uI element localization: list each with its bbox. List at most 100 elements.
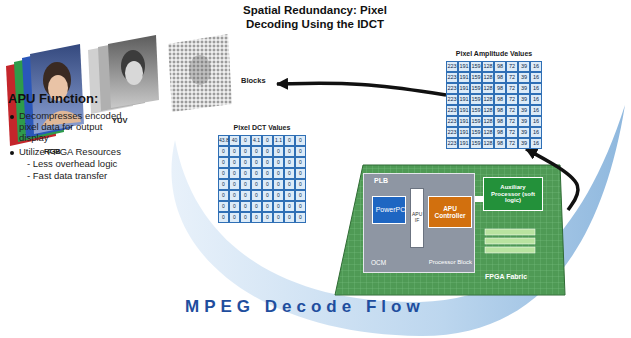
table-cell: 43.8 [218, 135, 229, 146]
table-cell: 191 [458, 83, 470, 94]
table-cell: 1.1 [273, 135, 284, 146]
table-title: Pixel Amplitude Values [446, 50, 542, 58]
table-cell: 0 [295, 135, 306, 146]
table-cell: 72 [506, 72, 518, 83]
region-label: FPGA Fabric [485, 273, 561, 281]
table-cell: 0 [284, 146, 295, 157]
memory-label: OCM [371, 259, 386, 266]
table-cell: 159 [470, 116, 482, 127]
table-cell: 0 [262, 146, 273, 157]
table-cell: 159 [470, 72, 482, 83]
table-cell: 0 [251, 190, 262, 201]
table-cell: 0 [273, 190, 284, 201]
table-cell: 0 [295, 212, 306, 223]
table-cell: 0 [240, 168, 251, 179]
table-cell: 159 [470, 94, 482, 105]
interface-bar: APU IF [410, 188, 424, 248]
table-cell: 72 [506, 94, 518, 105]
sub-bullet-text: - Less overhead logic [27, 159, 157, 170]
table-cell: 16 [530, 72, 542, 83]
table-cell: 72 [506, 105, 518, 116]
table-cell: 0 [273, 157, 284, 168]
table-cell: 0 [218, 179, 229, 190]
table-cell: 0 [251, 179, 262, 190]
section-heading: APU Function: [8, 92, 98, 107]
table-cell: 16 [530, 127, 542, 138]
table-cell: 0 [284, 135, 295, 146]
bus-label: PLB [374, 177, 388, 185]
table-cell: 128 [482, 127, 494, 138]
table-cell: 191 [458, 105, 470, 116]
table-cell: 223 [446, 61, 458, 72]
table-cell: 39 [518, 94, 530, 105]
table-cell: 0 [218, 190, 229, 201]
table-cell: 223 [446, 116, 458, 127]
table-cell: 16 [530, 94, 542, 105]
block-photo [168, 34, 232, 112]
process-box: Auxiliary Processor (soft logic) [483, 177, 543, 211]
table-cell: 16 [530, 138, 542, 149]
table-cell: 191 [458, 138, 470, 149]
box-label: Auxiliary Processor (soft logic) [486, 184, 540, 204]
table-cell: 0 [262, 212, 273, 223]
table-cell: 223 [446, 127, 458, 138]
table-cell: 39 [518, 127, 530, 138]
table-cell: 98 [494, 83, 506, 94]
table-cell: 0 [229, 212, 240, 223]
process-box: PowerPC [372, 196, 406, 224]
table-cell: 223 [446, 105, 458, 116]
table-cell: 98 [494, 94, 506, 105]
table-cell: 0 [240, 190, 251, 201]
box-label: PowerPC [375, 206, 406, 214]
table-cell: 98 [494, 105, 506, 116]
table-cell: 0 [295, 179, 306, 190]
bullet-dot [10, 151, 14, 155]
table-cell: 0 [229, 157, 240, 168]
table-cell: 191 [458, 61, 470, 72]
table-cell: 0 [229, 201, 240, 212]
table-cell: 98 [494, 72, 506, 83]
sub-bullet-text: - Fast data transfer [27, 171, 157, 182]
processor-block: Processor BlockPowerPCAPU IFAPU Controll… [363, 173, 475, 273]
table-cell: 128 [482, 105, 494, 116]
table-cell: 72 [506, 61, 518, 72]
table-cell: 191 [458, 127, 470, 138]
fabric-bar [485, 238, 535, 244]
table-cell: 0 [284, 168, 295, 179]
table-cell: 0 [240, 135, 251, 146]
table-cell: 0 [229, 179, 240, 190]
table-cell: 0 [273, 201, 284, 212]
bullet-text: Decompresses encoded pixel data for outp… [19, 111, 123, 144]
table-title: Pixel DCT Values [218, 124, 306, 132]
table-cell: 191 [458, 94, 470, 105]
table-cell: 0 [295, 168, 306, 179]
table-cell: 223 [446, 72, 458, 83]
table-cell: 0 [284, 212, 295, 223]
table-cell: 159 [470, 105, 482, 116]
table-cell: 0 [240, 157, 251, 168]
table-cell: 72 [506, 138, 518, 149]
table-cell: 39 [518, 116, 530, 127]
table-cell: 128 [482, 116, 494, 127]
table-cell: 0 [273, 212, 284, 223]
table-cell: 159 [470, 61, 482, 72]
image-caption: Blocks [241, 77, 266, 85]
process-box: APU Controller [428, 196, 472, 228]
table-cell: 0 [251, 212, 262, 223]
table-cell: 0 [284, 190, 295, 201]
table-cell: 0 [273, 168, 284, 179]
table-cell: 0 [218, 146, 229, 157]
table-cell: 39 [518, 105, 530, 116]
fpga-chip [335, 165, 565, 295]
table-cell: 98 [494, 127, 506, 138]
table-cell: 72 [506, 127, 518, 138]
table-cell: 0 [218, 212, 229, 223]
table-cell: 0 [229, 146, 240, 157]
table-cell: 72 [506, 116, 518, 127]
image-node: Blocks [165, 36, 277, 118]
flow-swoosh [171, 105, 625, 336]
table-cell: 98 [494, 116, 506, 127]
table-cell: 40 [229, 135, 240, 146]
